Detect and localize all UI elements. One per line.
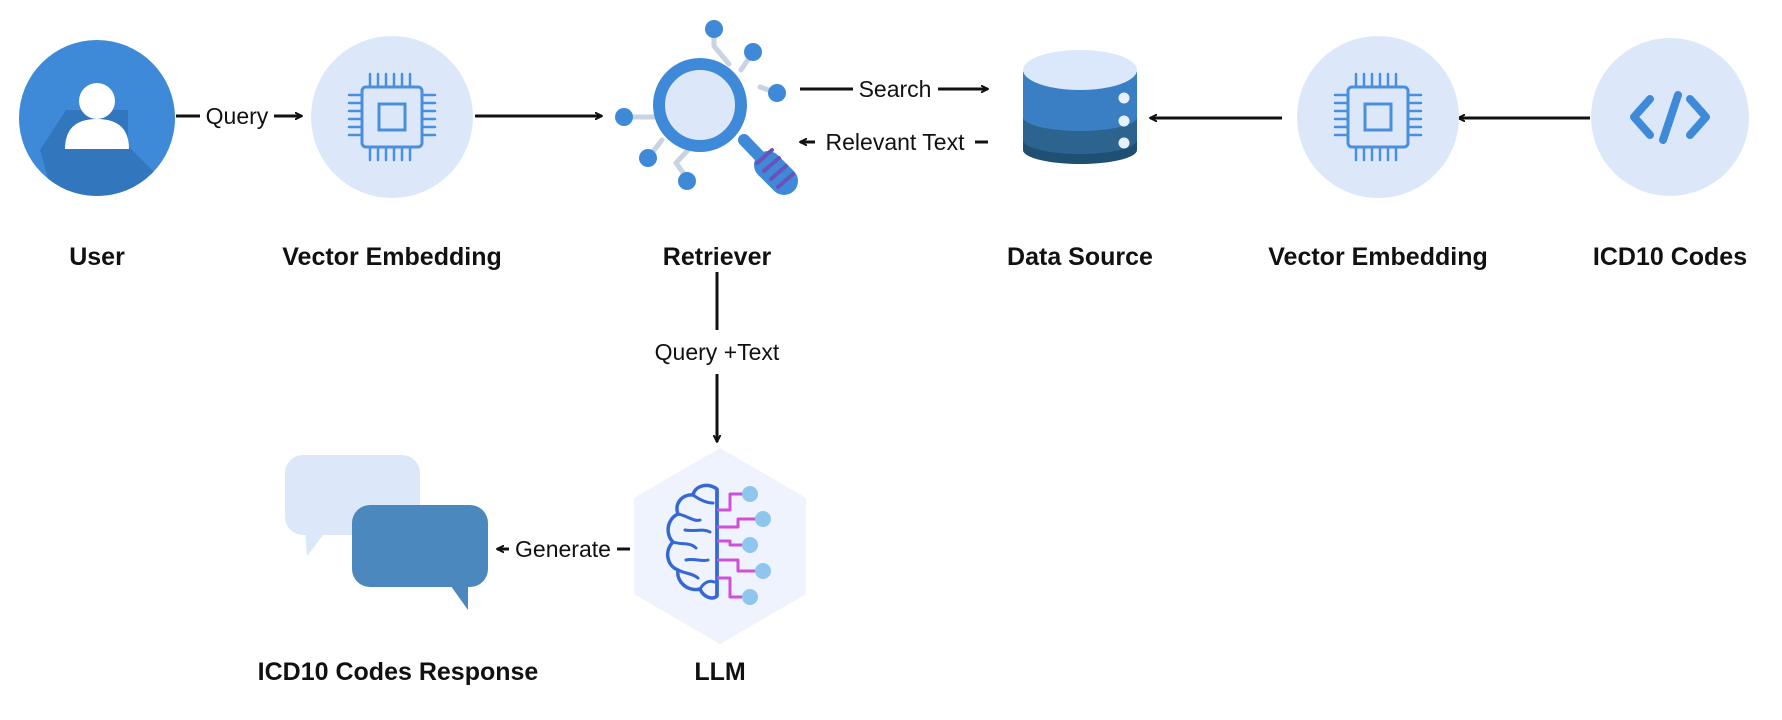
node-icd10-codes: ICD10 Codes	[1591, 38, 1749, 271]
edge-label-relevant-text: Relevant Text	[826, 129, 966, 155]
magnifier-search-icon	[615, 20, 798, 195]
node-label-user: User	[69, 243, 125, 271]
node-retriever: Retriever	[615, 20, 798, 271]
node-llm: LLM	[634, 448, 806, 686]
node-label-retriever: Retriever	[663, 243, 772, 271]
node-response: ICD10 Codes Response	[258, 455, 539, 686]
chat-bubbles-icon	[285, 455, 488, 610]
node-vector-embedding-left: Vector Embedding	[282, 36, 502, 271]
edge-label-search: Search	[859, 76, 932, 102]
edge-search: Search	[800, 76, 988, 102]
node-vector-embedding-right: Vector Embedding	[1268, 36, 1488, 271]
node-label-embedding-right: Vector Embedding	[1268, 243, 1487, 271]
edge-label-query: Query	[206, 103, 269, 129]
edge-generate: Generate	[497, 536, 630, 562]
brain-icon	[665, 483, 771, 605]
node-label-response: ICD10 Codes Response	[258, 658, 539, 686]
edge-relevant-text: Relevant Text	[800, 129, 988, 155]
edge-query-text: Query +Text	[655, 272, 780, 442]
node-label-embedding-left: Vector Embedding	[282, 243, 501, 271]
user-avatar-icon	[19, 40, 175, 196]
node-label-data-source: Data Source	[1007, 243, 1153, 271]
node-user: User	[19, 40, 175, 271]
node-data-source: Data Source	[1007, 50, 1153, 271]
database-icon	[1023, 50, 1137, 164]
edge-query: Query	[176, 103, 302, 129]
code-brackets-icon	[1630, 91, 1710, 144]
node-label-llm: LLM	[694, 658, 745, 686]
node-label-icd10: ICD10 Codes	[1593, 243, 1747, 271]
edge-label-query-text: Query +Text	[655, 339, 780, 365]
edge-label-generate: Generate	[515, 536, 611, 562]
